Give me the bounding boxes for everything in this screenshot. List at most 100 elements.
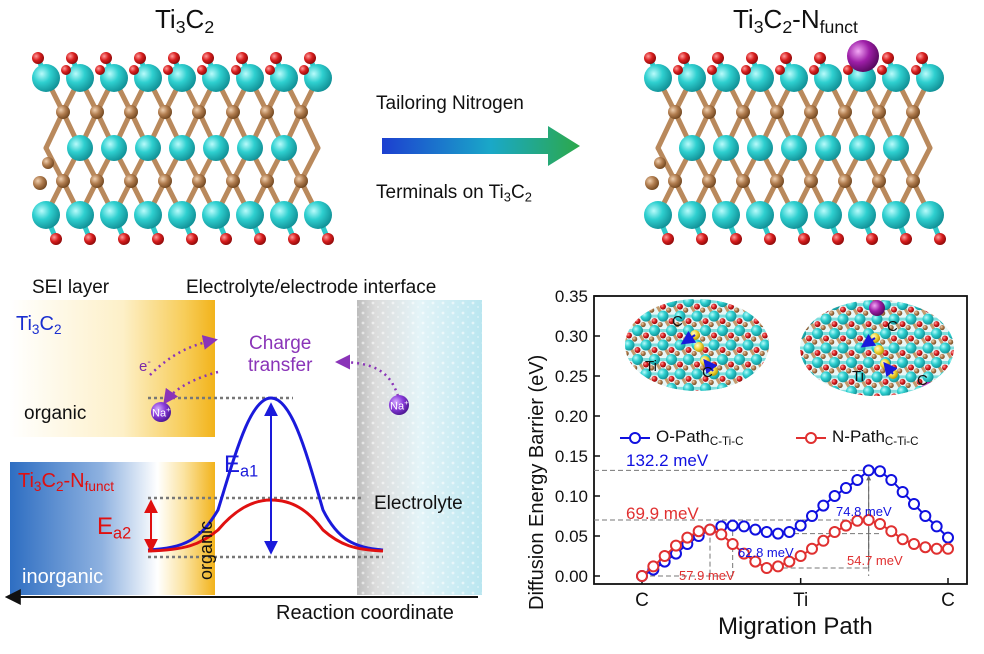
inset-ti-atom [974, 343, 984, 354]
oxygen-atom [644, 52, 656, 64]
inset-ti-atom [624, 368, 635, 379]
inset-ti-atom [940, 400, 951, 411]
inset-c-atom [838, 325, 843, 330]
lattice-bond [954, 391, 963, 405]
inset-ti-atom [931, 299, 942, 310]
inset-o-atom [609, 390, 615, 396]
inset-ti-atom [787, 285, 798, 296]
inset-ti-atom [785, 354, 796, 365]
inset-ti-atom [658, 311, 669, 322]
inset-o-atom [601, 289, 607, 295]
inset-o-atom [891, 393, 897, 399]
inset-ti-atom [717, 383, 728, 394]
titanium-atom [713, 135, 739, 161]
carbon-atom [226, 174, 240, 188]
inset-o-atom [806, 364, 812, 370]
inset-ti-atom [726, 282, 737, 293]
carbon-atom [804, 174, 818, 188]
inset-o-atom [908, 364, 914, 370]
legend-marker-n [806, 433, 816, 443]
carbon-atom [645, 176, 659, 190]
inset-o-atom [618, 289, 624, 295]
oxygen-atom [900, 233, 912, 245]
inset-ti-atom [804, 285, 815, 296]
inset-ti-atom [957, 314, 968, 325]
oxygen-atom [832, 233, 844, 245]
oxygen-atom [934, 233, 946, 245]
inset-c-atom [923, 325, 928, 330]
y-tick-label: 0.15 [555, 447, 588, 466]
lattice-bond [782, 374, 791, 388]
inset-o-atom [917, 321, 923, 327]
inset-o-atom [635, 376, 641, 382]
inset-o-atom [976, 307, 982, 313]
carbon-atom [770, 105, 784, 119]
inset-ti-atom [829, 299, 840, 310]
inset-c-atom [872, 325, 877, 330]
y-tick-label: 0.00 [555, 567, 588, 586]
inset-ti-atom [914, 328, 925, 339]
titanium-atom [134, 201, 162, 229]
inset-o-atom [806, 307, 812, 313]
inset-ti-atom [632, 354, 643, 365]
series-0-point [943, 533, 953, 543]
inset-ti-atom [957, 343, 968, 354]
inset-n-path [770, 282, 984, 421]
na-left-label: Na+ [152, 405, 171, 420]
inset-o-atom [789, 307, 795, 313]
inset-o-atom [796, 390, 802, 396]
inset-o-atom [686, 405, 692, 411]
oxygen-atom [50, 233, 62, 245]
organic-top-label: organic [24, 403, 86, 425]
lattice-bond [782, 316, 791, 330]
inset-ti-atom [931, 357, 942, 368]
inset-o-atom [788, 289, 794, 295]
inset-c-atom [880, 339, 885, 344]
inset-ti-atom [940, 343, 951, 354]
inset-o-atom [789, 364, 795, 370]
inset-c-atom [658, 380, 663, 385]
titanium-atom [32, 201, 60, 229]
carbon-atom [838, 105, 852, 119]
inset-c-atom [785, 394, 790, 399]
inset-ti-atom [812, 299, 823, 310]
lattice-bond [672, 388, 681, 402]
inset-c-atom [872, 354, 877, 359]
lattice-bond [765, 403, 774, 417]
inset-ti-atom [785, 296, 796, 307]
inset-c-atom [880, 397, 885, 402]
lattice-bond [757, 388, 766, 402]
inset-o-atom [934, 379, 940, 385]
inset-c-atom [598, 336, 603, 341]
tailoring-arrow [382, 126, 580, 166]
inset-c-atom [700, 394, 705, 399]
carbon-atom [736, 105, 750, 119]
lattice-bond [945, 290, 954, 304]
inset-o-atom [686, 376, 692, 382]
inset-ti-atom [957, 285, 968, 296]
titanium-atom [168, 201, 196, 229]
inset-c-atom [785, 279, 790, 284]
inset-o-atom [900, 350, 906, 356]
right-structure-title: Ti3C2-Nfunct [733, 4, 858, 38]
inset-c-atom [649, 279, 654, 284]
titanium-atom [203, 135, 229, 161]
inset-ti-atom [666, 296, 677, 307]
titanium-atom [814, 201, 842, 229]
inset-c-atom [795, 368, 800, 373]
inset-c-atom [811, 380, 816, 385]
inset-ti-atom [821, 285, 832, 296]
inset-ti-atom [760, 368, 771, 379]
inset-c-atom [931, 311, 936, 316]
oxygen-atom [911, 65, 921, 75]
carbon-atom [770, 174, 784, 188]
inset-ti-atom [692, 368, 703, 379]
series-1-point [875, 519, 885, 529]
inset-ti-atom [751, 296, 762, 307]
inset-o-atom [771, 405, 777, 411]
inset-o-atom [660, 390, 666, 396]
lattice-bond [937, 391, 946, 405]
series-1-point [705, 525, 715, 535]
inset-ti-atom [931, 328, 942, 339]
lattice-bond [799, 374, 808, 388]
